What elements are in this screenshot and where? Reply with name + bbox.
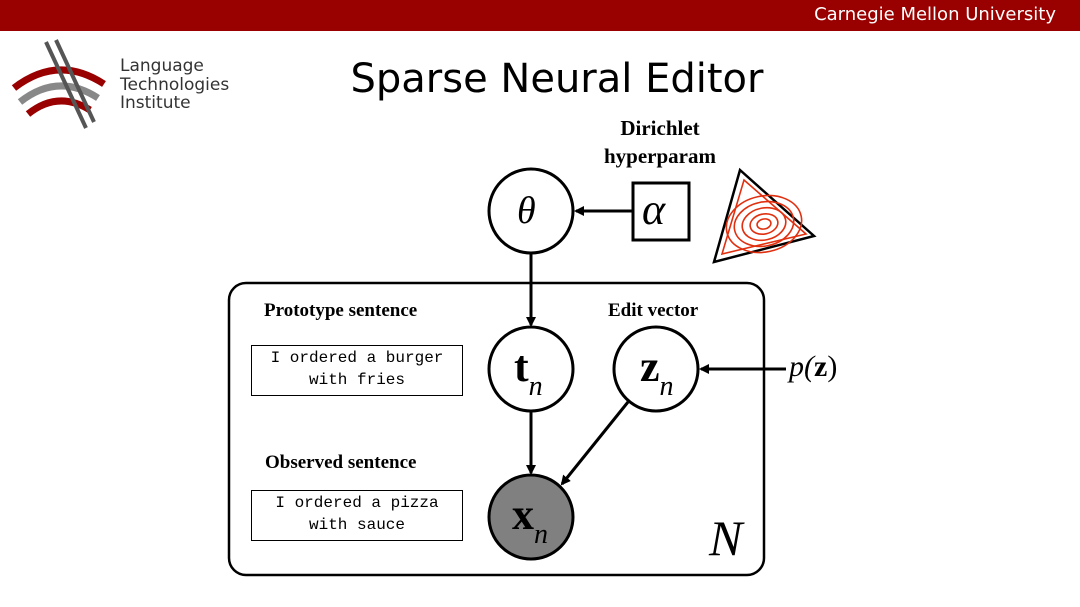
alpha-symbol: α <box>642 185 666 234</box>
x-symbol: xn <box>512 489 548 550</box>
plate-label: N <box>709 510 743 566</box>
plate <box>227 281 766 577</box>
hyperparam-label: Dirichlet hyperparam <box>580 114 740 170</box>
prior-z: z <box>814 350 828 383</box>
theta-symbol: θ <box>517 190 536 232</box>
hyperparam-label-line-2: hyperparam <box>604 144 716 168</box>
prior-p: p( <box>789 350 814 383</box>
prototype-label: Prototype sentence <box>264 300 418 321</box>
prior-close: ) <box>827 350 838 383</box>
institute-line-1: Language <box>120 56 204 76</box>
t-letter: t <box>514 342 529 391</box>
prototype-sentence-box: I ordered a burger with fries <box>251 345 463 396</box>
edit-vector-label: Edit vector <box>608 300 699 321</box>
z-subscript: n <box>659 371 674 402</box>
institute-name: Language Technologies Institute <box>120 57 229 113</box>
x-subscript: n <box>534 519 548 550</box>
t-subscript: n <box>528 371 543 402</box>
observed-sentence-box: I ordered a pizza with sauce <box>251 490 463 541</box>
slide-title: Sparse Neural Editor <box>350 56 764 102</box>
z-letter: z <box>640 342 660 391</box>
institute-line-3: Institute <box>120 93 191 113</box>
observed-label: Observed sentence <box>265 452 417 473</box>
lti-logo-icon <box>11 39 106 129</box>
alpha-node <box>631 181 691 242</box>
x-node <box>487 473 575 561</box>
institute-line-2: Technologies <box>120 74 230 95</box>
t-symbol: tn <box>514 341 543 402</box>
z-to-x-arrow <box>560 401 630 486</box>
top-bar: Carnegie Mellon University <box>0 0 1080 31</box>
hyperparam-label-line-1: Dirichlet <box>620 116 700 140</box>
z-node <box>612 325 700 413</box>
prior-label: p(z) <box>789 350 837 384</box>
university-name: Carnegie Mellon University <box>814 4 1056 25</box>
simplex-icon <box>712 167 817 264</box>
x-letter: x <box>512 490 534 539</box>
z-symbol: zn <box>640 341 674 402</box>
